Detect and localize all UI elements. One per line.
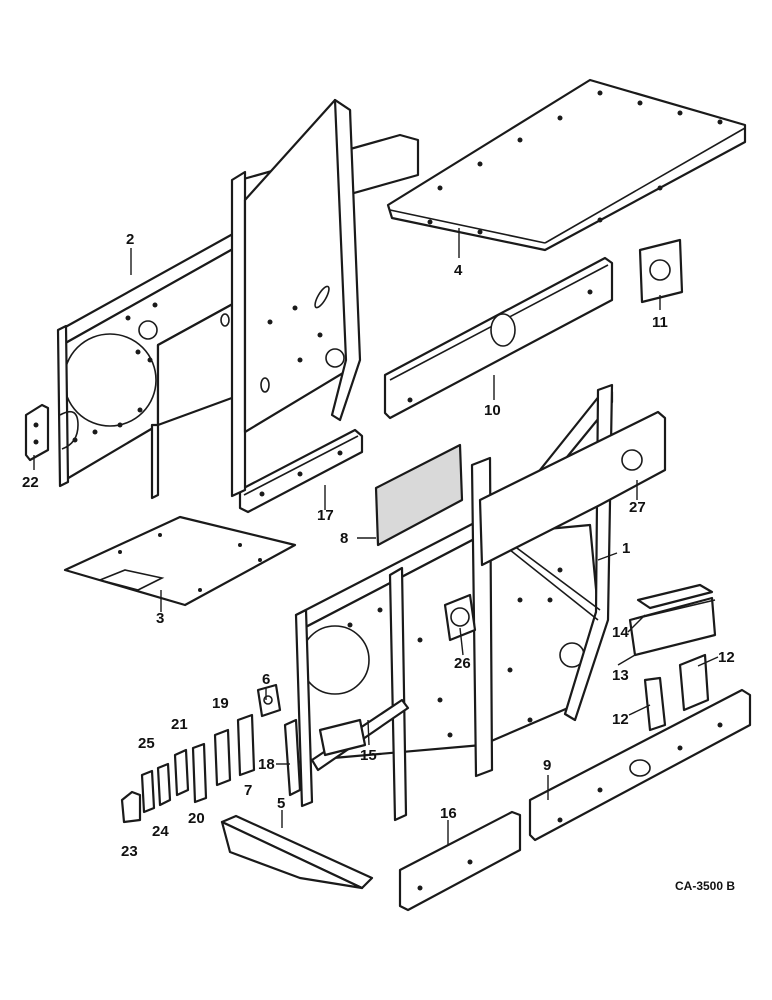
callout-15: 15 bbox=[360, 747, 377, 764]
callout-12-top: 12 bbox=[718, 649, 735, 666]
callout-13: 13 bbox=[612, 667, 629, 684]
callout-10: 10 bbox=[484, 402, 501, 419]
part-22-bracket bbox=[24, 403, 50, 462]
callout-18: 18 bbox=[258, 756, 275, 773]
part-18 bbox=[283, 718, 302, 797]
leader-lines bbox=[33, 228, 719, 845]
callout-2: 2 bbox=[126, 231, 134, 248]
part-25 bbox=[140, 769, 156, 814]
callout-17: 17 bbox=[317, 507, 334, 524]
part-12-brackets bbox=[643, 653, 710, 732]
part-9-lower-beam bbox=[528, 688, 752, 842]
part-21 bbox=[173, 748, 190, 797]
callout-14: 14 bbox=[612, 624, 629, 641]
part-1-main-frame bbox=[294, 383, 667, 822]
part-8-flat-plate bbox=[374, 443, 464, 547]
callout-4: 4 bbox=[454, 262, 463, 279]
callout-22: 22 bbox=[22, 474, 39, 491]
part-20 bbox=[191, 742, 208, 804]
callout-7: 7 bbox=[244, 782, 252, 799]
callout-27: 27 bbox=[629, 499, 646, 516]
callout-1: 1 bbox=[622, 540, 630, 557]
callout-19: 19 bbox=[212, 695, 229, 712]
part-23 bbox=[120, 790, 142, 824]
callout-labels: 1 2 3 4 5 6 7 8 9 10 11 12 12 13 14 15 1… bbox=[22, 231, 735, 860]
drawing-code: CA-3500 B bbox=[675, 879, 735, 893]
callout-11: 11 bbox=[652, 314, 668, 331]
callout-9: 9 bbox=[543, 757, 551, 774]
part-7 bbox=[236, 713, 256, 777]
small-parts-group bbox=[120, 683, 302, 824]
callout-12-bottom: 12 bbox=[612, 711, 629, 728]
part-26-hub bbox=[443, 593, 477, 642]
part-24 bbox=[156, 762, 172, 807]
callout-26: 26 bbox=[454, 655, 471, 672]
part-5-bottom-guard bbox=[220, 814, 374, 890]
part-11-mount-plate bbox=[638, 238, 684, 304]
callout-24: 24 bbox=[152, 823, 169, 840]
callout-3: 3 bbox=[156, 610, 164, 627]
callout-16: 16 bbox=[440, 805, 457, 822]
part-4-top-plate bbox=[386, 78, 747, 252]
part-3-bottom-plate bbox=[63, 515, 297, 607]
center-upright-panel bbox=[230, 98, 362, 498]
part-2-left-side-panel bbox=[56, 133, 420, 500]
callout-25: 25 bbox=[138, 735, 155, 752]
callout-6: 6 bbox=[262, 671, 270, 688]
part-13-box bbox=[628, 596, 717, 657]
part-19 bbox=[213, 728, 232, 787]
callout-21: 21 bbox=[171, 716, 188, 733]
callout-8: 8 bbox=[340, 530, 348, 547]
callout-20: 20 bbox=[188, 810, 205, 827]
callout-5: 5 bbox=[277, 795, 285, 812]
part-16-channel bbox=[398, 810, 522, 912]
part-14-lid bbox=[636, 583, 714, 610]
part-17-channel bbox=[238, 428, 364, 514]
callout-23: 23 bbox=[121, 843, 138, 860]
part-10-beam bbox=[383, 256, 614, 420]
